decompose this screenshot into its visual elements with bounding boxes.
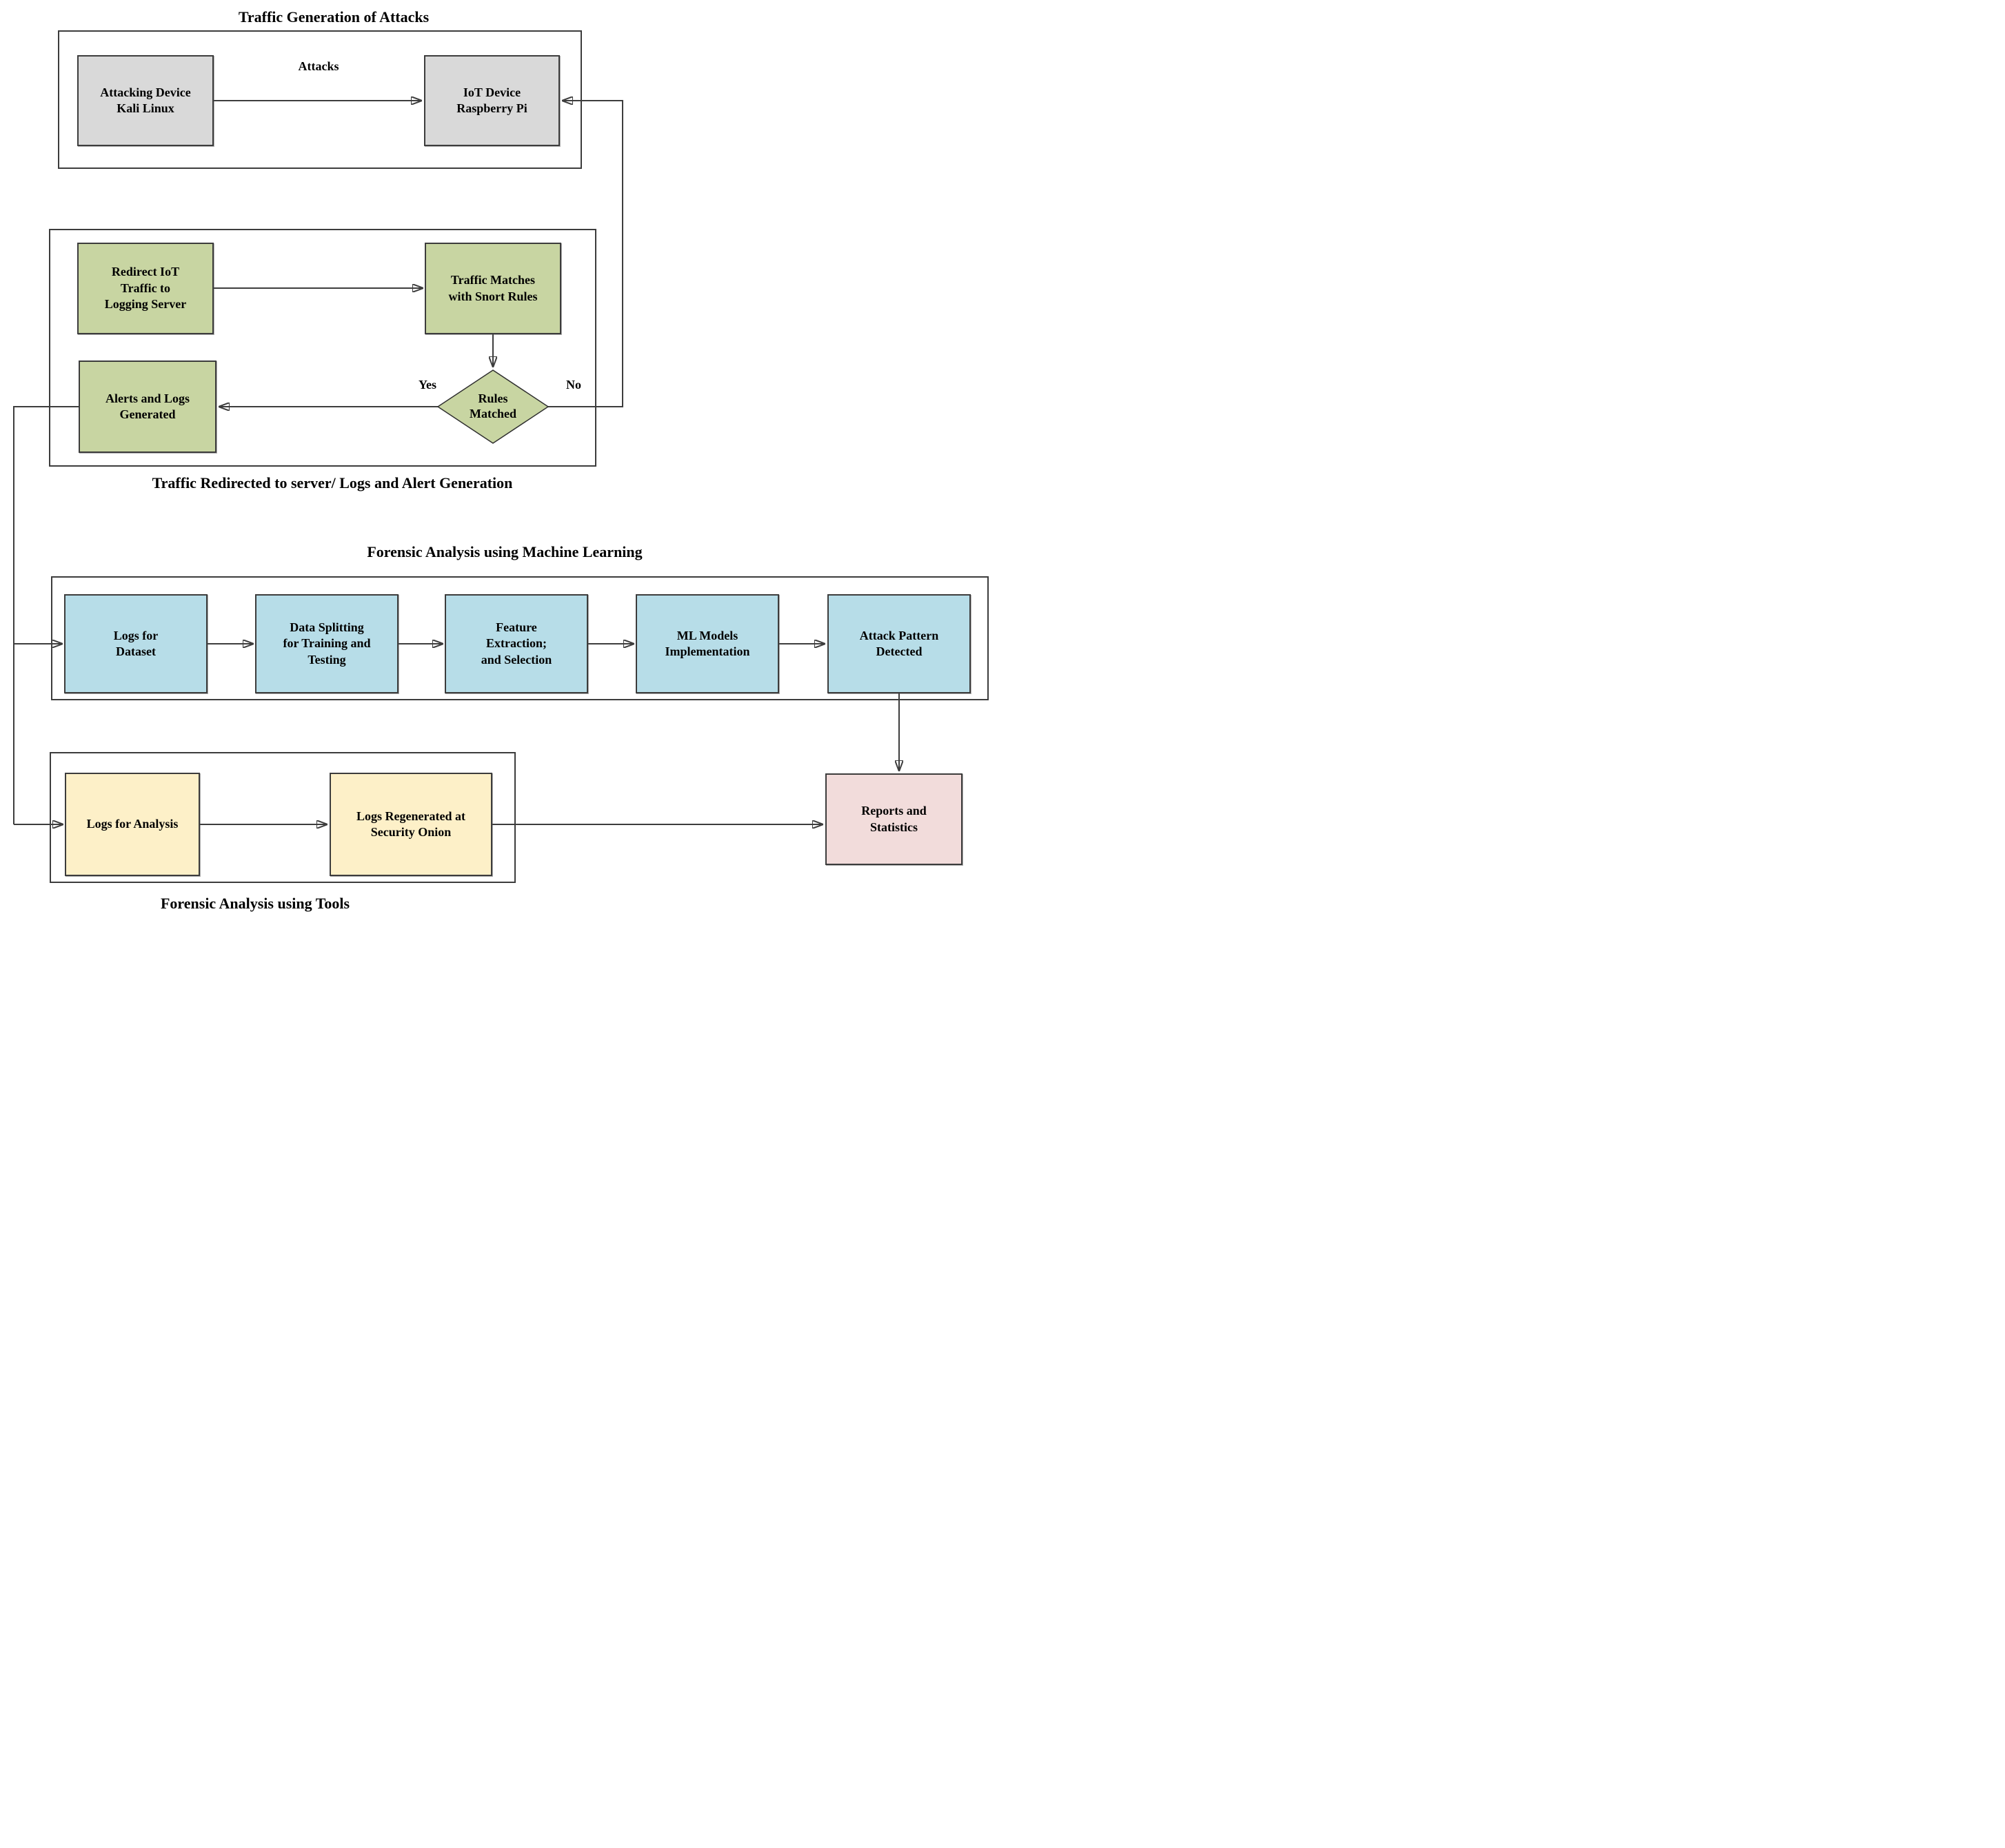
edge-label-attacks: Attacks: [298, 59, 339, 73]
caption-tools-analysis: Forensic Analysis using Tools: [160, 895, 350, 912]
section-ml-analysis: [51, 576, 989, 700]
edge-alerts-left-rail: [13, 406, 79, 824]
node-ml-models: ML Models Implementation: [636, 594, 779, 693]
edge-label-yes: Yes: [419, 378, 436, 392]
section-tools-analysis: [50, 752, 516, 883]
decision-rules-matched-shape: [436, 369, 550, 444]
node-attack-pattern: Attack Pattern Detected: [827, 594, 971, 693]
node-logs-dataset: Logs for Dataset: [64, 594, 208, 693]
edge-label-no: No: [566, 378, 581, 392]
node-iot-device: IoT Device Raspberry Pi: [424, 55, 560, 146]
node-rules-matched: Rules Matched: [470, 392, 516, 420]
title-ml-analysis: Forensic Analysis using Machine Learning: [367, 543, 643, 560]
title-traffic-generation: Traffic Generation of Attacks: [238, 8, 430, 26]
node-feature-extraction: Feature Extraction; and Selection: [445, 594, 588, 693]
node-attacking-device: Attacking Device Kali Linux: [77, 55, 214, 146]
node-reports-statistics: Reports and Statistics: [825, 773, 963, 865]
node-data-splitting: Data Splitting for Training and Testing: [255, 594, 399, 693]
section-traffic-generation: [58, 30, 582, 169]
flowchart-canvas: Traffic Generation of Attacks Traffic Re…: [0, 0, 1002, 924]
node-logs-regenerated: Logs Regenerated at Security Onion: [330, 773, 492, 876]
node-redirect-traffic: Redirect IoT Traffic to Logging Server: [77, 243, 214, 334]
section-redirection: [49, 229, 596, 467]
caption-redirection: Traffic Redirected to server/ Logs and A…: [152, 474, 513, 491]
node-logs-analysis: Logs for Analysis: [65, 773, 200, 876]
edge-no-return-path: [548, 101, 623, 407]
node-traffic-matches: Traffic Matches with Snort Rules: [425, 243, 561, 334]
node-alerts-logs: Alerts and Logs Generated: [79, 361, 216, 453]
connector-layer: [13, 0, 1002, 924]
